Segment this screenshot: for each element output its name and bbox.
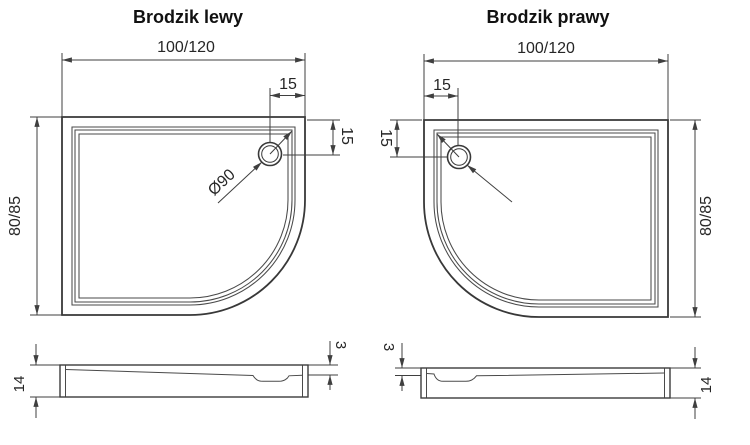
right-height-label: 80/85 [698, 196, 715, 236]
right-profile-height-label: 14 [698, 377, 715, 394]
drain-diameter-label: Ø90 [205, 166, 239, 199]
left-profile-rim-label: 3 [332, 341, 349, 349]
right-tray-outline [423, 119, 669, 318]
right-tray-rim-line-3 [440, 136, 652, 301]
left-profile-floor-line [65, 369, 303, 382]
drain-inner-ring [261, 145, 279, 163]
left-profile-outline [59, 364, 309, 398]
right-profile-rim-label: 3 [380, 343, 397, 351]
left-width-label: 100/120 [157, 39, 215, 56]
drain-leader-line [466, 164, 513, 203]
left-tray-side-view: 14 3 [11, 341, 349, 418]
drain-leader-line [217, 161, 263, 204]
right-profile-outline [420, 367, 671, 399]
right-tray-rim-line-2 [436, 132, 656, 305]
left-height-label: 80/85 [7, 196, 24, 236]
right-tray-top-view: Brodzik prawy 100/120 15 15 80/85 [377, 7, 715, 318]
left-drain-offset-h-label: 15 [279, 76, 297, 93]
right-tray-side-view: 3 14 [380, 343, 715, 419]
right-drawing-title: Brodzik prawy [486, 7, 609, 27]
right-tray-rim-line-1 [433, 129, 659, 308]
left-drawing-title: Brodzik lewy [133, 7, 243, 27]
right-profile-floor-line [426, 372, 665, 382]
left-drain-offset-v-label: 15 [338, 127, 355, 145]
drain-corner-arrow [436, 133, 460, 158]
drain-corner-arrow [269, 130, 293, 155]
left-tray-rim-line-2 [74, 129, 293, 303]
drain-inner-ring [450, 148, 468, 166]
left-tray-outline [61, 116, 306, 316]
left-tray-rim-line-3 [78, 133, 289, 299]
left-tray-rim-line-1 [71, 126, 296, 306]
right-drain-offset-h-label: 15 [433, 77, 451, 94]
left-tray-top-view: Brodzik lewy Ø90 100/120 15 15 80/85 [7, 7, 355, 316]
right-drain-offset-v-label: 15 [377, 129, 394, 147]
left-profile-height-label: 14 [11, 376, 28, 393]
right-width-label: 100/120 [517, 40, 575, 57]
